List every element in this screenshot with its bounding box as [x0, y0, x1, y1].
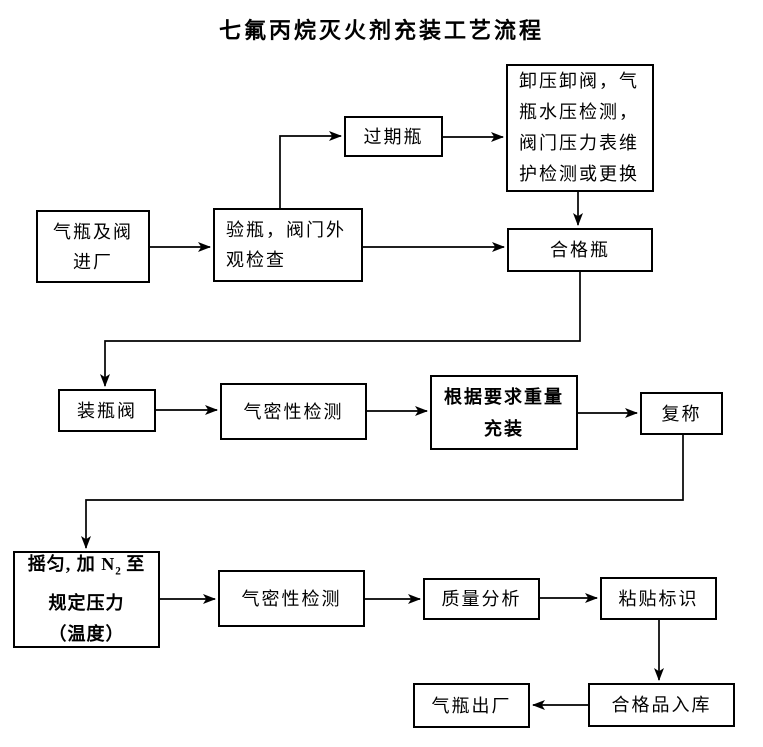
node-airtightness-test-1: 气密性检测 [220, 383, 367, 440]
node-line: 根据要求重量 [444, 386, 564, 407]
arrow-reweigh-to-shake [81, 435, 684, 549]
node-line: 合格品入库 [611, 695, 712, 715]
node-line: 质量分析 [441, 589, 522, 609]
node-line: 规定压力 [48, 592, 125, 613]
node-apply-label: 粘贴标识 [600, 577, 717, 620]
node-line: 装瓶阀 [77, 400, 137, 421]
node-airtightness-test-2: 气密性检测 [218, 570, 365, 627]
node-shake-add-n2-to-pressure: 摇匀, 加 N2 至 规定压力 （温度） [13, 551, 160, 648]
node-install-bottle-valve: 装瓶阀 [58, 389, 156, 432]
node-line: 气瓶出厂 [431, 695, 512, 716]
node-line: 卸压卸阀，气 [519, 71, 639, 91]
node-reweigh: 复称 [640, 392, 723, 435]
node-line: 气密性检测 [243, 401, 344, 422]
node-bottle-leaves-factory: 气瓶出厂 [413, 683, 530, 728]
node-line: 气密性检测 [241, 588, 342, 609]
node-fill-by-required-weight: 根据要求重量 充装 [430, 375, 578, 450]
node-line: 摇匀, 加 N2 至 [28, 549, 146, 588]
node-line: （温度） [48, 623, 125, 644]
node-expired-bottle: 过期瓶 [344, 116, 443, 157]
arrow-inspect-to-expired [279, 131, 342, 208]
node-line: 过期瓶 [363, 126, 424, 147]
node-line: 阀门压力表维 [519, 133, 639, 153]
node-line: 合格瓶 [550, 240, 610, 260]
node-line: 验瓶，阀门外 [226, 220, 346, 240]
node-qualified-to-warehouse: 合格品入库 [588, 683, 735, 727]
node-line: 充装 [484, 418, 524, 439]
node-cylinder-valve-intake: 气瓶及阀 进厂 [36, 210, 150, 283]
node-line: 粘贴标识 [618, 588, 699, 609]
node-bottle-valve-visual-inspection: 验瓶，阀门外 观检查 [213, 208, 363, 282]
node-qualified-bottle: 合格瓶 [507, 228, 653, 272]
node-depressurize-hydrotest-maintain: 卸压卸阀，气 瓶水压检测， 阀门压力表维 护检测或更换 [506, 64, 654, 192]
node-line: 观检查 [226, 250, 286, 270]
node-line: 进厂 [73, 251, 113, 272]
node-quality-analysis: 质量分析 [423, 578, 540, 620]
diagram-title: 七氟丙烷灭火剂充装工艺流程 [218, 18, 544, 43]
node-line: 气瓶及阀 [53, 221, 133, 242]
node-line-part: 至 [120, 554, 146, 575]
node-line: 护检测或更换 [519, 164, 639, 184]
node-line-part: 摇匀, 加 N [27, 554, 116, 575]
arrow-qualified-to-valve [100, 272, 581, 387]
node-line: 瓶水压检测， [519, 102, 639, 122]
node-line: 复称 [661, 403, 702, 424]
subscript-2: 2 [115, 565, 121, 578]
